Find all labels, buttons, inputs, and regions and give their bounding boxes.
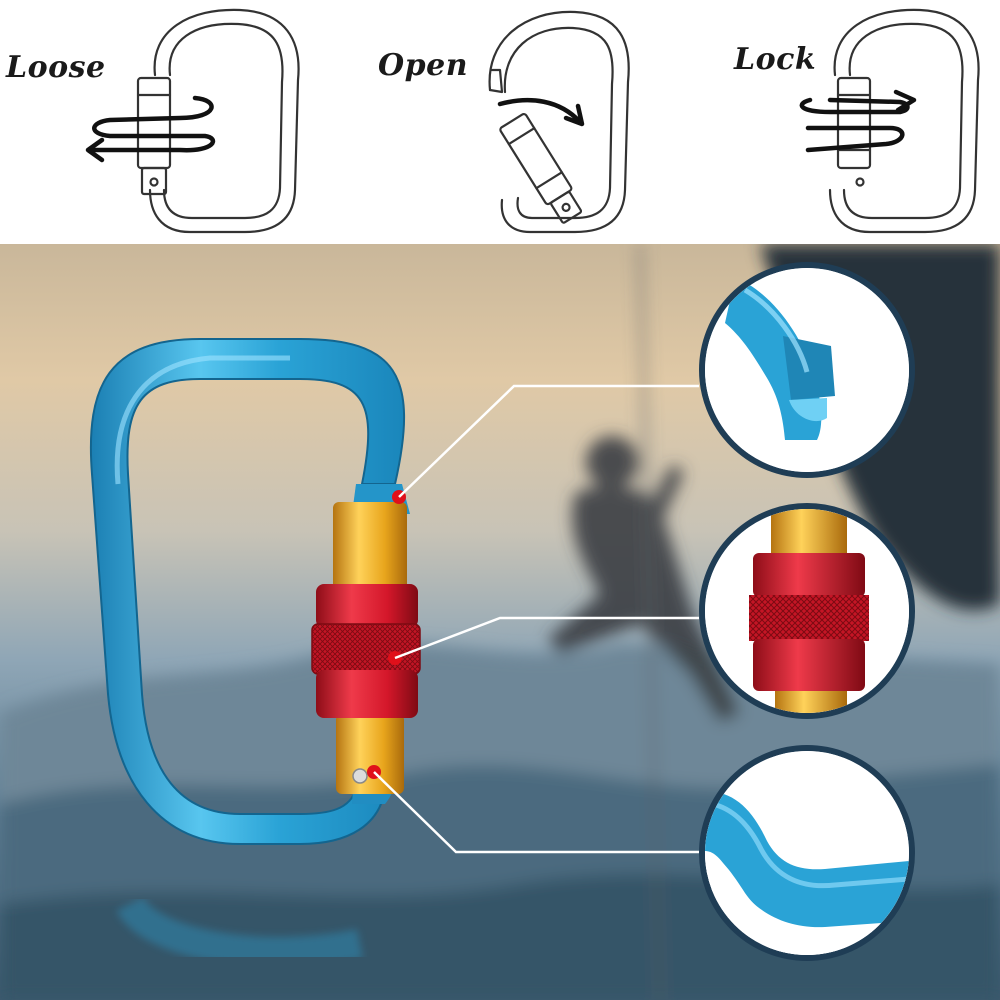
callout-dot-sleeve <box>388 651 402 665</box>
carabiner-spine-icon <box>705 751 909 955</box>
locking-sleeve-detail-inset <box>699 503 915 719</box>
knurled-sleeve-icon <box>705 509 909 713</box>
step-label-open: Open <box>378 48 469 83</box>
locking-sleeve <box>311 584 421 718</box>
open-gate-arrow-icon <box>488 10 630 234</box>
loose-rotate-arrow-icon <box>85 8 300 234</box>
lock-rotate-arrow-icon <box>799 8 980 234</box>
instruction-strip: Loose Open Lock <box>0 0 1000 244</box>
callout-dot-nose <box>392 490 406 504</box>
step-label-lock: Lock <box>734 42 817 77</box>
spine-corner-detail-inset <box>699 745 915 961</box>
nose-detail-inset <box>699 262 915 478</box>
callout-dot-pin <box>367 765 381 779</box>
step-label-loose: Loose <box>6 50 106 85</box>
carabiner-nose-icon <box>705 268 909 472</box>
